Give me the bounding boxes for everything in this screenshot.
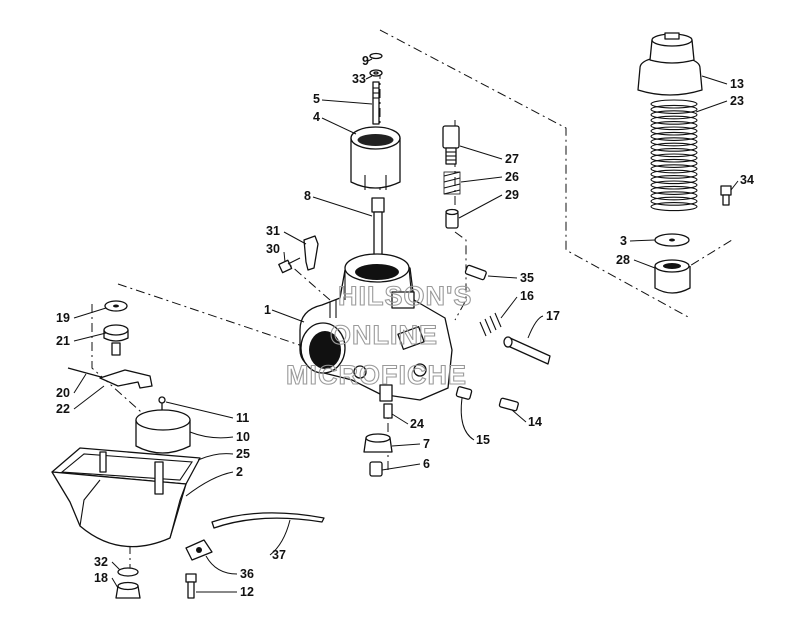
callout-32: 32 bbox=[94, 555, 108, 569]
spring-16 bbox=[479, 312, 502, 337]
tube-37 bbox=[211, 512, 325, 529]
spring-coil bbox=[650, 153, 698, 163]
callout-20: 20 bbox=[56, 386, 70, 400]
spring-26 bbox=[443, 171, 461, 195]
float-10 bbox=[135, 409, 191, 454]
part-drawings bbox=[51, 32, 732, 599]
screw-12 bbox=[185, 573, 197, 599]
spring-coil bbox=[650, 180, 698, 190]
screw-34 bbox=[720, 185, 732, 206]
drain-plug-18 bbox=[115, 581, 141, 599]
washer-3 bbox=[654, 233, 690, 247]
callout-25: 25 bbox=[236, 447, 250, 461]
screw-17 bbox=[503, 336, 551, 365]
spring-coil bbox=[650, 126, 698, 136]
float-arm-22 bbox=[99, 369, 153, 389]
nut-7 bbox=[363, 433, 393, 453]
spring-coil bbox=[650, 115, 698, 125]
callout-31: 31 bbox=[266, 224, 280, 238]
callout-36: 36 bbox=[240, 567, 254, 581]
throttle-valve-4 bbox=[350, 126, 401, 190]
watermark-line3: MICROFICHE bbox=[286, 360, 467, 390]
spring-coil bbox=[650, 196, 698, 206]
callout-21: 21 bbox=[56, 334, 70, 348]
callout-8: 8 bbox=[304, 189, 311, 203]
spring-coil bbox=[650, 99, 698, 109]
callout-12: 12 bbox=[240, 585, 254, 599]
screw-24 bbox=[383, 403, 393, 419]
callout-6: 6 bbox=[423, 457, 430, 471]
watermark: HILSON'S ONLINE MICROFICHE bbox=[285, 280, 472, 390]
callout-11: 11 bbox=[236, 411, 249, 425]
spring-coil bbox=[650, 121, 698, 131]
callout-27: 27 bbox=[505, 152, 519, 166]
watermark-line1: HILSON'S bbox=[338, 281, 472, 311]
callout-26: 26 bbox=[505, 170, 519, 184]
plate-36 bbox=[185, 539, 213, 561]
callout-3: 3 bbox=[620, 234, 627, 248]
callout-18: 18 bbox=[94, 571, 108, 585]
watermark-line2: ONLINE bbox=[330, 320, 438, 350]
callout-15: 15 bbox=[476, 433, 490, 447]
spring-coil bbox=[650, 191, 698, 201]
callout-23: 23 bbox=[730, 94, 744, 108]
spring-23 bbox=[650, 99, 698, 212]
callout-28: 28 bbox=[616, 253, 630, 267]
callout-10: 10 bbox=[236, 430, 250, 444]
spring-coil bbox=[650, 175, 698, 185]
callout-17: 17 bbox=[546, 309, 560, 323]
spring-coil bbox=[650, 142, 698, 152]
jet-27 bbox=[442, 125, 460, 165]
callout-16: 16 bbox=[520, 289, 534, 303]
callout-5: 5 bbox=[313, 92, 320, 106]
callout-7: 7 bbox=[423, 437, 430, 451]
callout-14: 14 bbox=[528, 415, 542, 429]
washer-33 bbox=[369, 69, 383, 77]
jet-6 bbox=[369, 461, 383, 477]
spring-coil bbox=[650, 148, 698, 158]
callout-9: 9 bbox=[362, 54, 369, 68]
callout-33: 33 bbox=[352, 72, 366, 86]
washer-32 bbox=[117, 567, 139, 577]
callout-labels: 9 33 5 4 8 31 30 1 19 21 20 22 32 18 3 2… bbox=[56, 54, 754, 599]
jet-15 bbox=[455, 386, 473, 400]
valve-seat-21 bbox=[103, 324, 129, 356]
spring-coil bbox=[650, 164, 698, 174]
callout-1: 1 bbox=[264, 303, 271, 317]
jet-needle-5 bbox=[372, 81, 380, 125]
spring-coil bbox=[650, 202, 698, 212]
callout-29: 29 bbox=[505, 188, 519, 202]
cap-13 bbox=[637, 32, 703, 96]
clip-9 bbox=[369, 52, 383, 60]
spring-coil bbox=[650, 131, 698, 141]
spring-coil bbox=[650, 104, 698, 114]
spring-coil bbox=[650, 137, 698, 147]
spring-coil bbox=[650, 158, 698, 168]
callout-37: 37 bbox=[272, 548, 286, 562]
carburetor-body-1 bbox=[299, 253, 453, 402]
float-bowl-2 bbox=[51, 447, 201, 548]
needle-jet-29 bbox=[445, 208, 459, 229]
callout-22: 22 bbox=[56, 402, 70, 416]
screw-30 bbox=[278, 257, 301, 274]
holder-28 bbox=[654, 259, 691, 294]
screw-35 bbox=[464, 264, 487, 281]
callout-19: 19 bbox=[56, 311, 70, 325]
callout-13: 13 bbox=[730, 77, 744, 91]
callout-2: 2 bbox=[236, 465, 243, 479]
spring-coil bbox=[650, 169, 698, 179]
callout-34: 34 bbox=[740, 173, 754, 187]
spring-coil bbox=[650, 110, 698, 120]
spring-coil bbox=[650, 185, 698, 195]
callout-24: 24 bbox=[410, 417, 424, 431]
callout-30: 30 bbox=[266, 242, 280, 256]
callout-4: 4 bbox=[313, 110, 320, 124]
callout-35: 35 bbox=[520, 271, 534, 285]
bracket-31 bbox=[303, 235, 319, 271]
washer-19 bbox=[104, 300, 128, 312]
screw-14 bbox=[498, 397, 519, 412]
starter-plunger-8 bbox=[371, 197, 385, 263]
